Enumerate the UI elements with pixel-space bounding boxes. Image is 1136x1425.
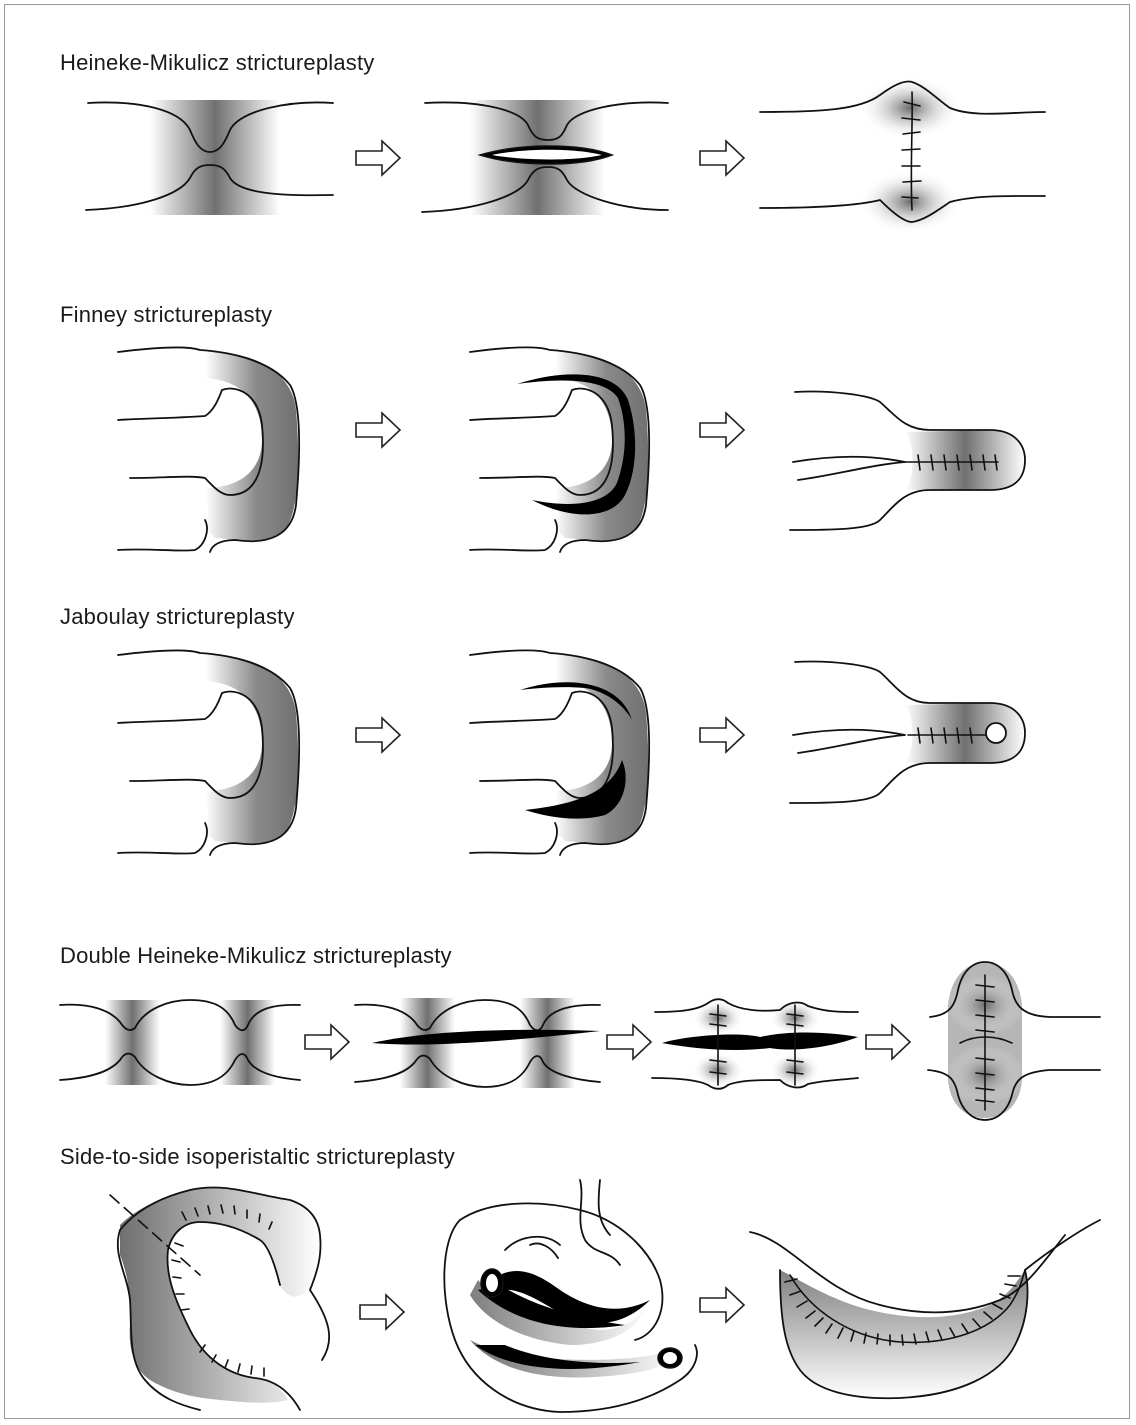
arrow-4a: [305, 1025, 349, 1059]
arrow-1b: [700, 141, 744, 175]
jaboulay-step1: [118, 650, 299, 855]
dhm-step1: [60, 1000, 300, 1085]
jaboulay-step3: [790, 662, 1025, 803]
finney-step2: [470, 347, 649, 552]
jaboulay-step2: [470, 650, 649, 855]
arrow-2a: [356, 413, 400, 447]
hm-step1: [80, 0, 333, 215]
arrow-2b: [700, 413, 744, 447]
sts-step1: [110, 1187, 329, 1410]
arrow-4b: [607, 1025, 651, 1059]
dhm-step4: [928, 962, 1100, 1120]
arrow-5b: [700, 1288, 744, 1322]
finney-step1: [118, 347, 299, 552]
arrow-5a: [360, 1295, 404, 1329]
sts-step3: [750, 1220, 1100, 1398]
arrow-3a: [356, 718, 400, 752]
sts-step2: [444, 1180, 697, 1412]
arrow-4c: [866, 1025, 910, 1059]
dhm-step3: [652, 999, 858, 1089]
dhm-step2: [355, 998, 600, 1088]
finney-step3: [790, 392, 1025, 530]
hm-step3: [760, 76, 1045, 234]
arrow-3b: [700, 718, 744, 752]
hm-step2: [422, 100, 668, 215]
arrow-1a: [356, 141, 400, 175]
